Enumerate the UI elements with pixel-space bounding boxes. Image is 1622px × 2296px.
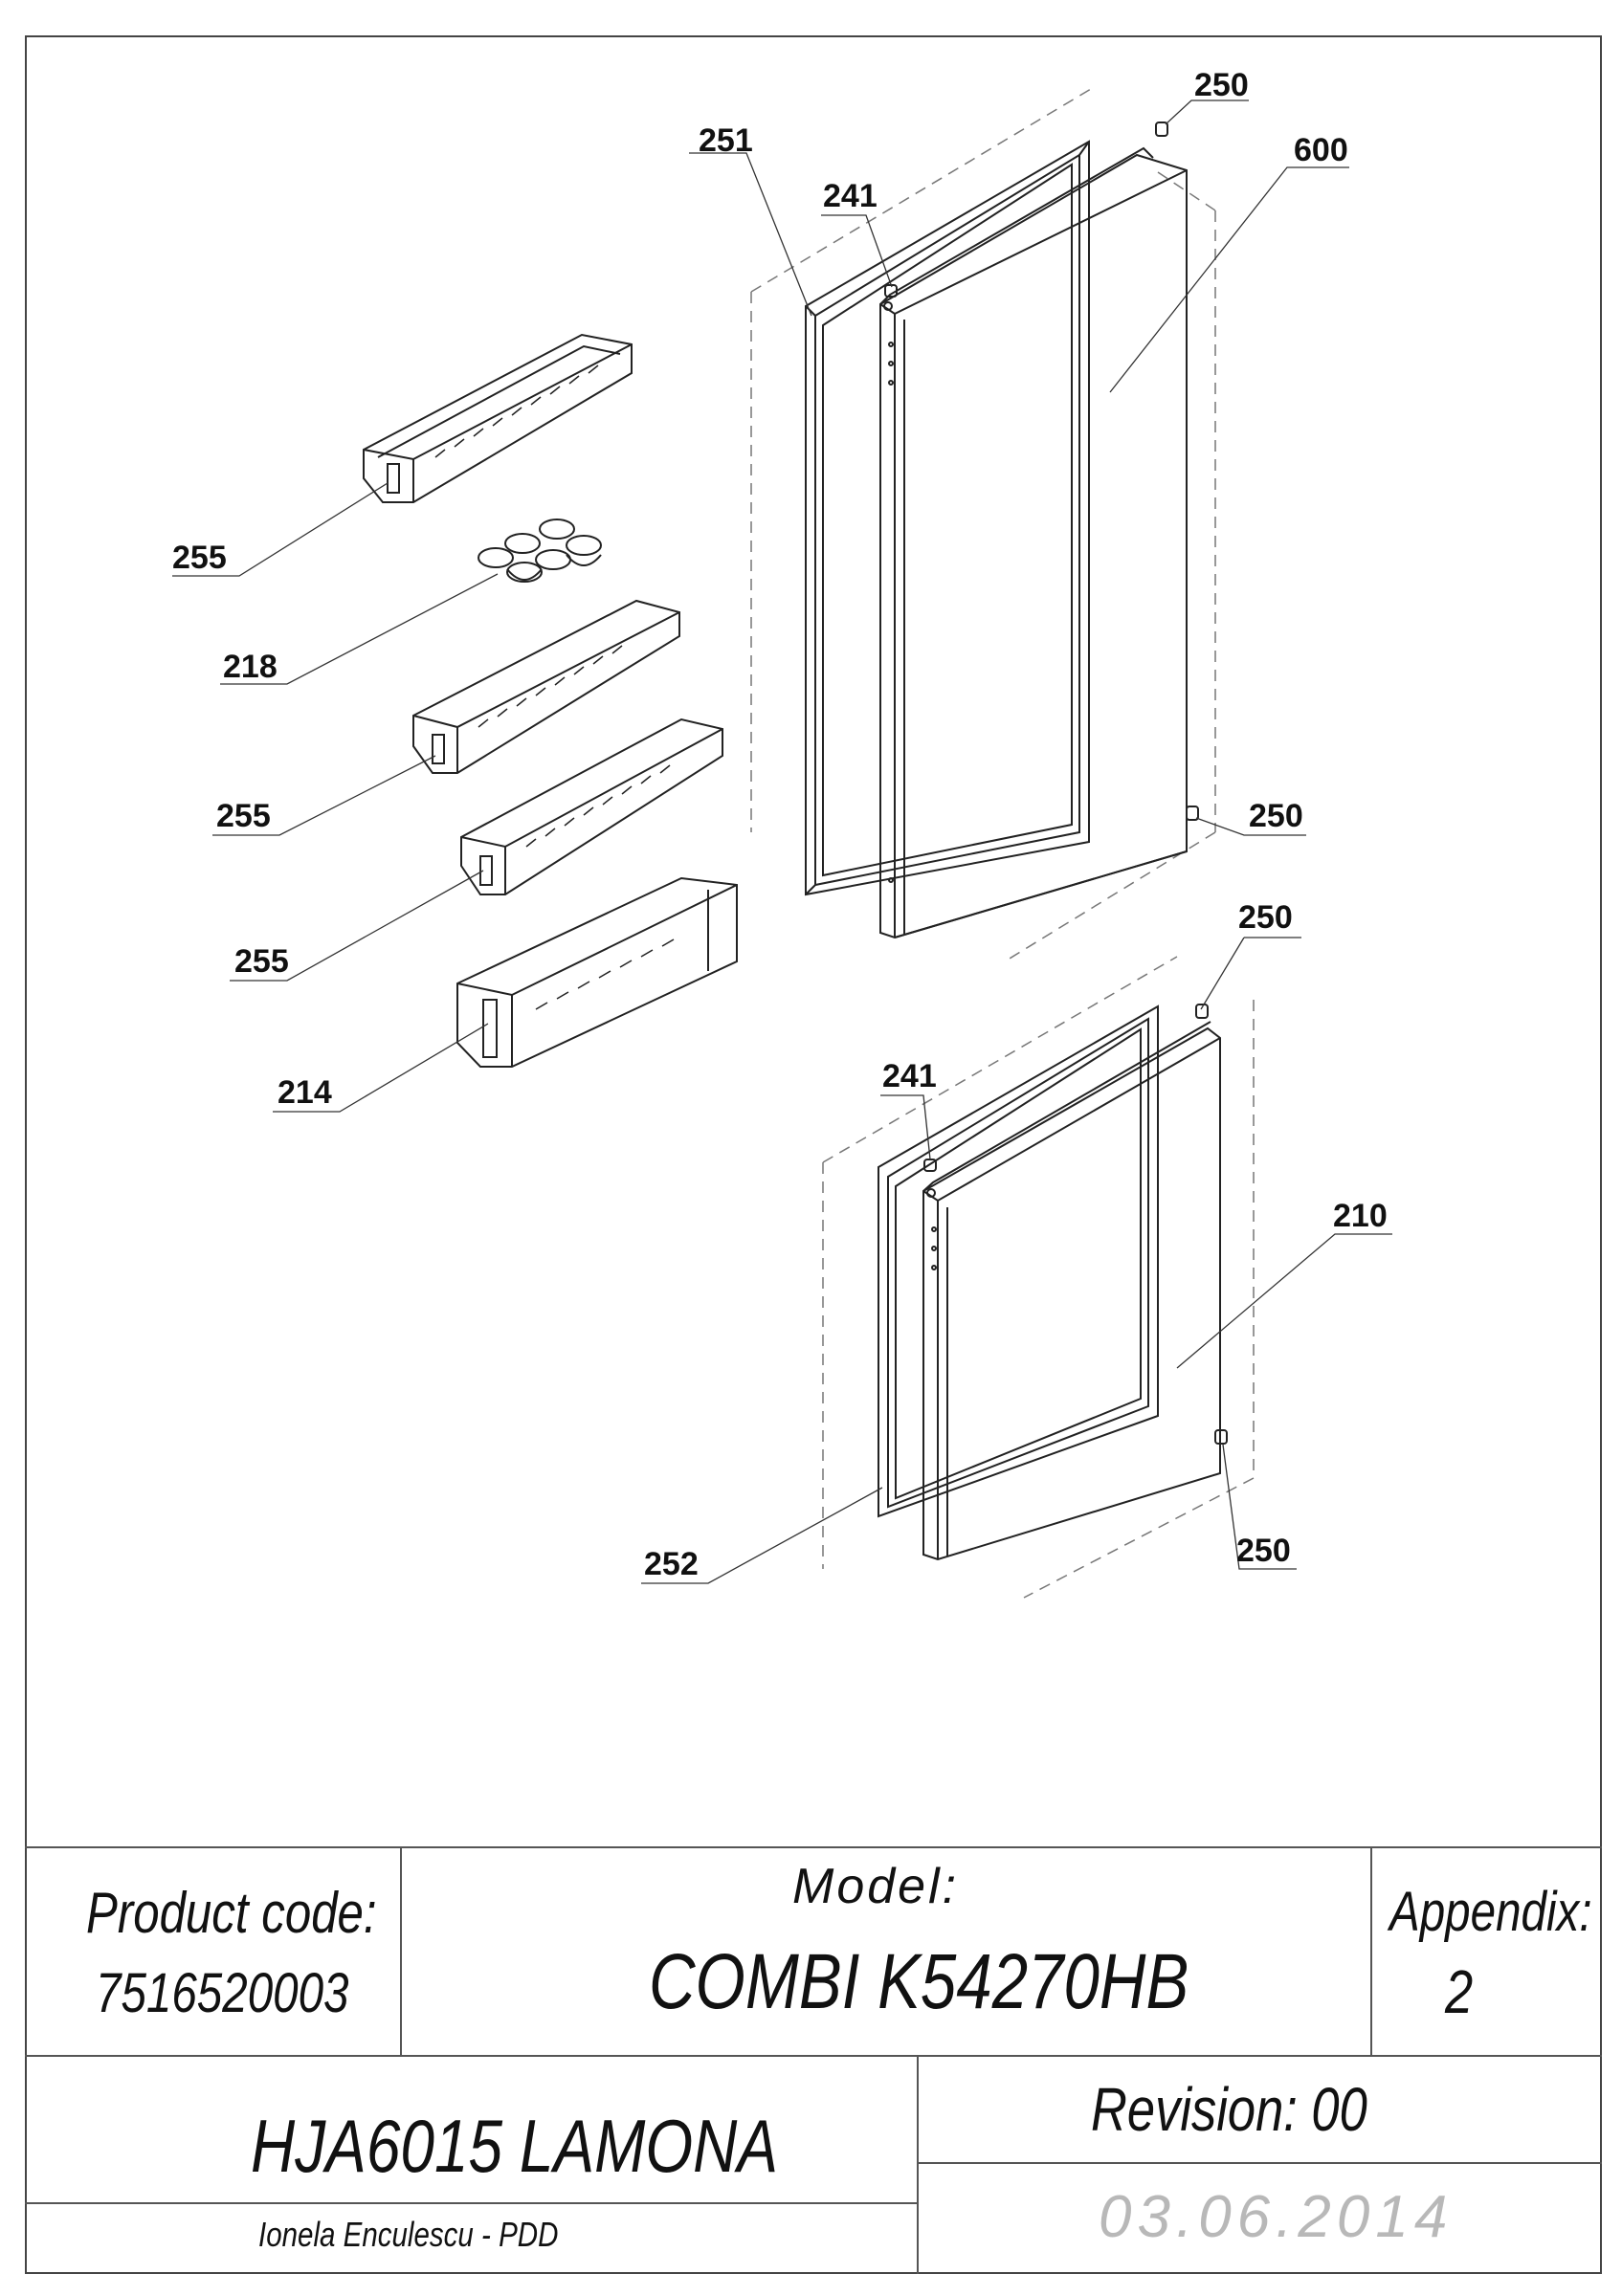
model-label: Model: — [792, 1859, 960, 1914]
upper-guide-lines — [750, 85, 1216, 962]
hinge-pins-upper — [884, 121, 1199, 821]
callout-241-low-bush: 241 — [882, 1058, 937, 1094]
project-name: HJA6015 LAMONA — [251, 2104, 779, 2188]
callout-255-shelf-a: 255 — [172, 540, 227, 576]
callout-255-shelf-c: 255 — [234, 943, 289, 980]
door-shelf-255-top — [363, 333, 633, 503]
callout-218-egg-tray: 218 — [223, 649, 278, 685]
drawing-date: 03.06.2014 — [1099, 2184, 1454, 2250]
callout-241-top-bush: 241 — [823, 178, 878, 214]
author: Ionela Enculescu - PDD — [258, 2215, 559, 2254]
door-gasket-252 — [878, 1004, 1159, 1518]
callout-214-bottle-shelf: 214 — [278, 1074, 332, 1111]
callout-600-upper-door: 600 — [1294, 132, 1348, 168]
callout-252-gasket: 252 — [644, 1546, 699, 1582]
callout-250-mid-hinge: 250 — [1249, 798, 1303, 834]
callout-255-shelf-b: 255 — [216, 798, 271, 834]
egg-tray-218 — [478, 519, 602, 583]
bottle-shelf-214 — [456, 876, 738, 1068]
callout-250-bottom-hinge: 250 — [1236, 1533, 1291, 1569]
callout-251-gasket: 251 — [699, 122, 753, 159]
model-value: COMBI K54270HB — [649, 1938, 1189, 2025]
product-code-label: Product code: — [86, 1881, 377, 1945]
title-block — [25, 1846, 1602, 2274]
hinge-pins-lower — [923, 1004, 1228, 1445]
lower-door-panel-210 — [922, 1021, 1221, 1561]
callout-210-lower-door: 210 — [1333, 1198, 1388, 1234]
product-code-value: 7516520003 — [96, 1962, 349, 2024]
appendix-value: 2 — [1445, 1957, 1474, 2026]
lower-guide-lines — [822, 956, 1255, 1599]
appendix-label: Appendix: — [1389, 1881, 1592, 1943]
leader-lines — [172, 99, 1392, 1584]
callout-250-lower-top-hinge: 250 — [1238, 899, 1293, 936]
door-gasket-251 — [805, 140, 1090, 896]
drawing-frame — [25, 35, 1602, 2274]
door-shelf-255-lower — [460, 718, 723, 895]
callout-250-top-hinge: 250 — [1194, 67, 1249, 103]
revision: Revision: 00 — [1091, 2075, 1367, 2144]
door-shelf-255-middle — [412, 599, 680, 774]
upper-door-panel-600 — [879, 146, 1188, 939]
